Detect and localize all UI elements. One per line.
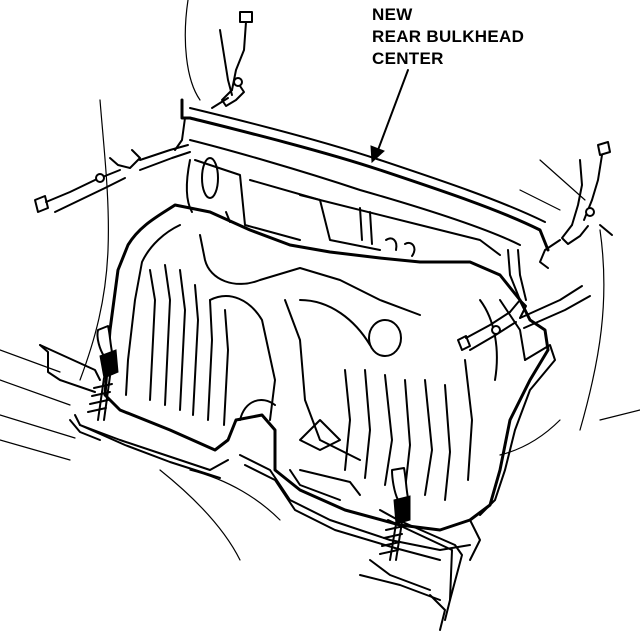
bulkhead-lower-flange (74, 344, 556, 561)
bulkhead-floor-panel (103, 203, 550, 532)
c-clamp-icon (39, 325, 119, 441)
locking-clamp-icon (211, 11, 253, 109)
bulkhead-upper-panel (174, 98, 550, 257)
locking-clamp-icon (539, 141, 613, 269)
locking-clamp-icon (34, 144, 191, 213)
c-clamp-icon (359, 467, 463, 631)
callout-line-3: CENTER (372, 49, 444, 68)
callout-line-1: NEW (372, 5, 413, 24)
part-callout: NEW REAR BULKHEAD CENTER (370, 5, 524, 164)
vehicle-body-background (0, 0, 640, 561)
callout-arrow (370, 69, 409, 164)
callout-line-2: REAR BULKHEAD (372, 27, 524, 46)
locking-clamp-icon (457, 249, 591, 351)
